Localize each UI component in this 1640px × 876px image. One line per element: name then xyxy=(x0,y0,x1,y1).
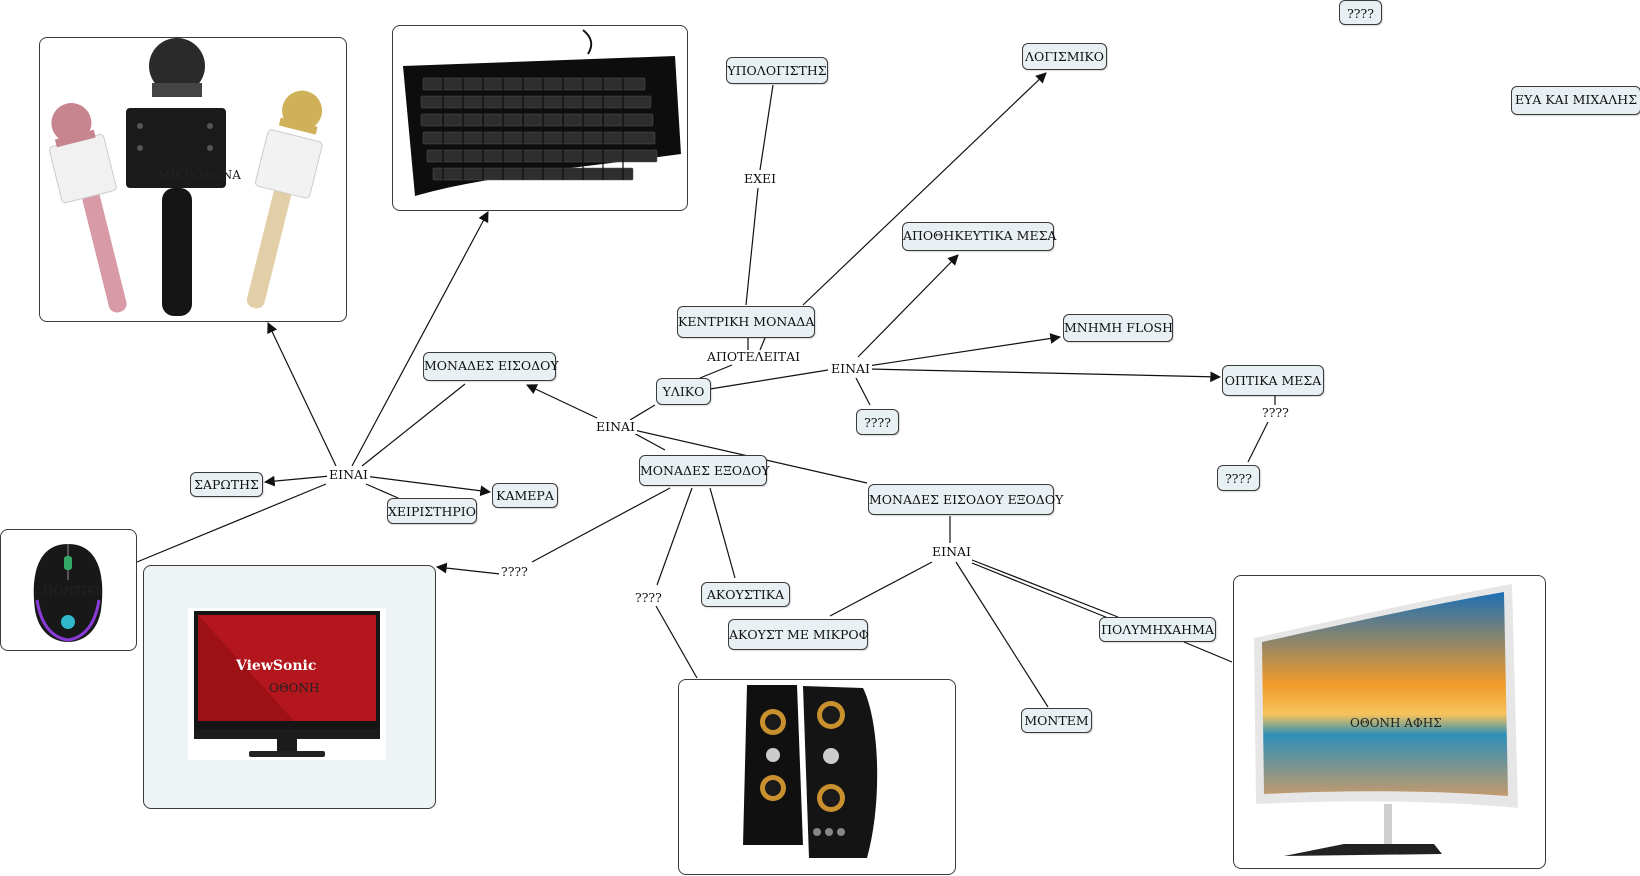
edge xyxy=(971,562,1114,621)
concept-unknown-right[interactable]: ???? xyxy=(1217,465,1260,491)
edge xyxy=(267,322,337,467)
monitor-caption: ΟΘΟΝΗ xyxy=(269,681,320,695)
link-unknown-screen[interactable]: ???? xyxy=(499,564,530,579)
touchscreen-picture xyxy=(1254,584,1518,856)
edge xyxy=(631,431,666,451)
edge xyxy=(136,483,327,563)
edge xyxy=(857,254,959,358)
concept-unknown-mid[interactable]: ???? xyxy=(856,409,899,435)
link-exei[interactable]: ΕΧΕΙ xyxy=(742,171,779,186)
microphones-picture xyxy=(48,38,323,316)
edge xyxy=(867,333,1062,367)
concept-eisodou-exodou[interactable]: ΜΟΝΑΔΕΣ ΕΙΣΟΔΟΥ ΕΞΟΔΟΥ xyxy=(868,484,1063,515)
edge xyxy=(365,483,399,499)
edge xyxy=(955,561,1049,708)
monitor-image[interactable]: ViewSonic ΟΘΟΝΗ xyxy=(143,565,436,809)
speakers-image[interactable] xyxy=(678,679,956,875)
link-einai-input[interactable]: ΕΙΝΑΙ xyxy=(327,467,370,482)
concept-optika[interactable]: ΟΠΤΙΚΑ ΜΕΣΑ xyxy=(1222,365,1324,396)
speakers-picture xyxy=(743,685,878,858)
concept-authors[interactable]: ΕΥΑ ΚΑΙ ΜΙΧΑΛΗΣ xyxy=(1511,86,1640,115)
edge xyxy=(629,404,656,421)
link-einai-center[interactable]: ΕΙΝΑΙ xyxy=(594,419,637,434)
mouse-picture xyxy=(33,544,103,642)
concept-mnimi[interactable]: ΜΝΗΜΗ FLOSH xyxy=(1063,314,1173,342)
edge xyxy=(759,84,774,171)
concept-sarotis[interactable]: ΣΑΡΩΤΗΣ xyxy=(190,472,263,497)
link-einai-storage[interactable]: ΕΙΝΑΙ xyxy=(829,361,872,376)
edge xyxy=(655,605,698,679)
edge xyxy=(759,337,766,351)
edge xyxy=(867,368,1222,383)
concept-akoust-me-mikrof[interactable]: ΑΚΟΥΣΤ ΜΕ ΜΙΚΡΟΦ xyxy=(728,619,869,650)
edge xyxy=(802,72,1047,306)
edge xyxy=(709,369,829,390)
concept-kentriki-monada[interactable]: ΚΕΝΤΡΙΚΗ ΜΟΝΑΔΑ xyxy=(677,306,815,338)
microphones-image[interactable]: ΜΙΚΡΟΦΩΝΑ xyxy=(39,37,347,322)
mouse-caption: ΠΟΝΤΙΚΙ xyxy=(43,584,101,598)
keyboard-picture xyxy=(403,29,681,196)
concept-akoustika[interactable]: ΑΚΟΥΣΤΙΚΑ xyxy=(701,582,790,607)
edge xyxy=(709,487,736,579)
concept-logismiko[interactable]: ΛΟΓΙΣΜΙΚΟ xyxy=(1022,43,1107,70)
edge xyxy=(351,211,489,467)
edge xyxy=(363,475,492,497)
edge xyxy=(435,562,501,575)
concept-kamera[interactable]: ΚΑΜΕΡΑ xyxy=(492,483,558,508)
monitor-picture xyxy=(188,608,386,760)
edge xyxy=(829,561,933,617)
concept-unknown-top[interactable]: ???? xyxy=(1339,0,1382,25)
edge xyxy=(1183,641,1233,663)
concept-polymixanima[interactable]: ΠΟΛΥΜΗΧΑΗΜΑ xyxy=(1099,617,1216,642)
touchscreen-caption: ΟΘΟΝΗ ΑΦΗΣ xyxy=(1350,716,1442,730)
concept-ypologistis[interactable]: ΥΠΟΛΟΓΙΣΤΗΣ xyxy=(726,57,828,84)
edge xyxy=(745,187,759,306)
link-unknown-optika[interactable]: ???? xyxy=(1260,405,1291,420)
mouse-image[interactable]: ΠΟΝΤΙΚΙ xyxy=(0,529,137,651)
concept-apothikeytika[interactable]: ΑΠΟΘΗΚΕΥΤΙΚΑ ΜΕΣΑ xyxy=(902,222,1056,251)
microphones-caption: ΜΙΚΡΟΦΩΝΑ xyxy=(158,168,241,182)
edge xyxy=(656,487,693,586)
concept-xeiristirio[interactable]: ΧΕΙΡΙΣΤΗΡΙΟ xyxy=(387,498,477,524)
monitor-brand: ViewSonic xyxy=(236,658,317,674)
concept-yliko[interactable]: ΥΛΙΚΟ xyxy=(656,378,711,405)
edge xyxy=(263,475,331,487)
edge xyxy=(855,377,871,406)
touchscreen-image[interactable]: ΟΘΟΝΗ ΑΦΗΣ xyxy=(1233,575,1546,869)
keyboard-image[interactable] xyxy=(392,25,688,211)
link-apoteleitai[interactable]: ΑΠΟΤΕΛΕΙΤΑΙ xyxy=(705,349,803,364)
edge xyxy=(361,383,466,467)
edge xyxy=(526,384,598,419)
link-einai-io[interactable]: ΕΙΝΑΙ xyxy=(930,544,973,559)
concept-monades-exodou[interactable]: ΜΟΝΑΔΕΣ ΕΞΟΔΟΥ xyxy=(639,455,770,486)
edge xyxy=(1247,421,1269,463)
concept-monades-eisodou[interactable]: ΜΟΝΑΔΕΣ ΕΙΣΟΔΟΥ xyxy=(423,352,559,381)
concept-modem[interactable]: ΜΟΝΤΕΜ xyxy=(1021,708,1092,733)
link-unknown-speakers[interactable]: ???? xyxy=(633,590,664,605)
edge xyxy=(531,487,671,563)
edge xyxy=(699,364,733,379)
edge xyxy=(971,559,1119,618)
